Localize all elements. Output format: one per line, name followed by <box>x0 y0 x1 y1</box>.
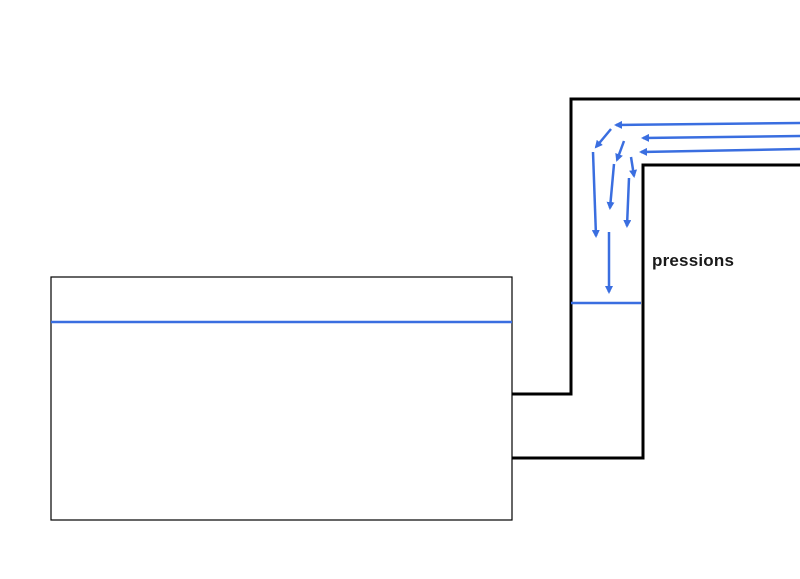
arrow-diagonal-3 <box>629 156 638 178</box>
arrow-horizontal-3 <box>639 147 800 156</box>
arrow-diagonal-2 <box>615 140 626 162</box>
pipe-outer-wall <box>512 97 800 396</box>
pressure-arrows <box>591 120 800 294</box>
tank <box>50 276 513 521</box>
arrow-diagonal-1 <box>594 128 612 149</box>
pipe-inner-wall <box>512 163 800 460</box>
arrow-vertical-1 <box>591 151 600 238</box>
pressure-label: pressions <box>652 251 735 270</box>
arrow-horizontal-2 <box>641 133 800 142</box>
arrow-horizontal-1 <box>614 120 800 129</box>
arrow-vertical-2 <box>606 163 616 210</box>
arrow-vertical-3 <box>623 177 632 228</box>
